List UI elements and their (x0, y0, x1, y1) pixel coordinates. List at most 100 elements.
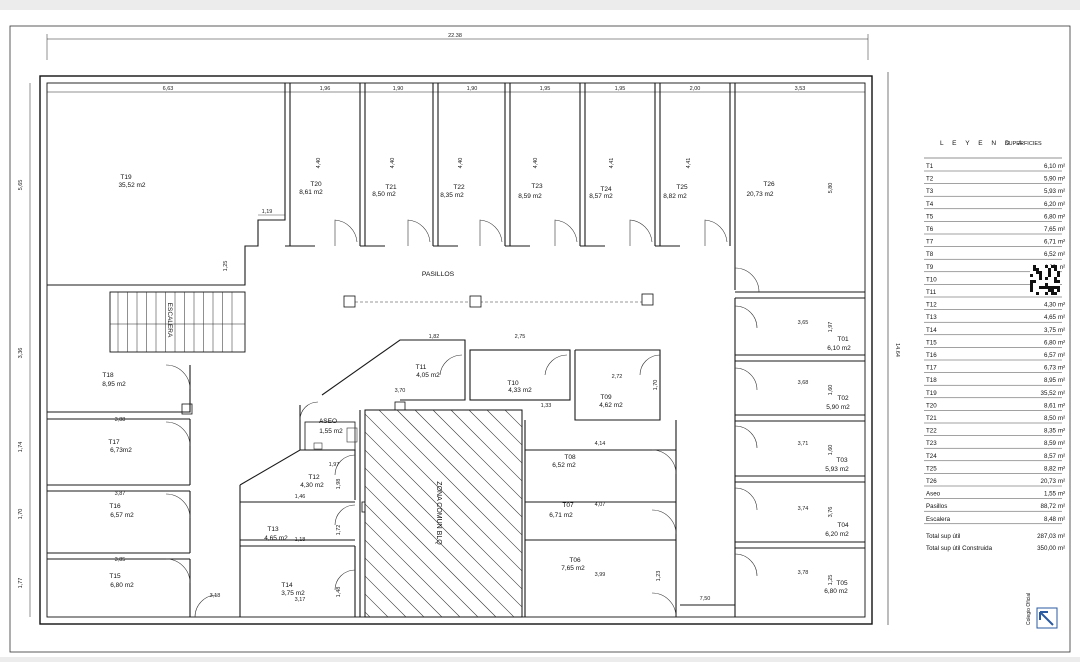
legend-row-name: T13 (926, 314, 937, 321)
legend-total-value: 350,00 (1037, 545, 1056, 552)
legend-row-unit: m² (1058, 491, 1065, 498)
legend-row-value: 6,71 (1044, 239, 1057, 246)
legend-row-name: T14 (926, 327, 937, 334)
legend-total-unit: m² (1058, 533, 1065, 540)
room-id: T21 (385, 184, 397, 191)
dim-label: 2,72 (612, 374, 623, 380)
room-area: 6,73m2 (110, 447, 132, 454)
dim-label: 4,07 (595, 502, 606, 508)
central-door-arcs (194, 354, 661, 618)
legend-total-name: Total sup útil (926, 533, 960, 540)
dim-label: 1,97 (329, 462, 340, 468)
dim-label: 4,40 (316, 158, 322, 169)
dim-label: 1,72 (336, 525, 342, 536)
left-room-walls (47, 365, 241, 617)
dim-label: 3,65 (798, 320, 809, 326)
middle-right-walls (524, 420, 735, 617)
legend-row-value: 1,55 (1044, 491, 1057, 498)
room-id: T09 (600, 394, 612, 401)
room-area: 6,57 m2 (110, 512, 134, 519)
legend-row-value: 8,57 (1044, 453, 1057, 460)
legend-row-name: T8 (926, 251, 934, 258)
legend-row-unit: m² (1058, 415, 1065, 422)
room-id: T12 (308, 474, 320, 481)
left-dimensions: 5,65 3,36 1,74 1,70 1,77 (18, 180, 24, 589)
legend-row-name: T4 (926, 201, 934, 208)
room-id: T20 (310, 181, 322, 188)
room-id: T15 (109, 573, 121, 580)
right-room-walls (734, 291, 865, 617)
room-area: 6,80 m2 (110, 582, 134, 589)
dim-label: 4,41 (686, 158, 692, 169)
legend-row-name: T24 (926, 453, 937, 460)
legend-row-value: 8,35 (1044, 428, 1057, 435)
legend-row-unit: m² (1058, 201, 1065, 208)
legend-row-unit: m² (1058, 226, 1065, 233)
legend-row-value: 35,52 (1041, 390, 1057, 397)
dim-label: 7,50 (700, 596, 711, 602)
stair: ESCALERA (109, 291, 246, 353)
qr-code (1030, 265, 1060, 295)
dim-label: 4,41 (609, 158, 615, 169)
legend-row-name: T7 (926, 239, 934, 246)
legend-row-name: T15 (926, 339, 937, 346)
legend-row-unit: m² (1058, 440, 1065, 447)
room-id: T19 (120, 174, 132, 181)
legend-row-unit: m² (1058, 239, 1065, 246)
overall-width-dimension: 22.38 (46, 33, 869, 60)
legend-row-name: T1 (926, 163, 934, 170)
dim-label: 3,88 (115, 417, 126, 423)
room-area: 6,20 m2 (825, 531, 849, 538)
legend-row-unit: m² (1058, 188, 1065, 195)
room-area: 7,65 m2 (561, 565, 585, 572)
legend-row-name: T26 (926, 478, 937, 485)
stall-depth-dimensions: 4,40 4,40 4,40 4,40 4,41 4,41 5,80 (316, 158, 834, 194)
legend-row-value: 5,90 (1044, 176, 1057, 183)
dim-label: 4,40 (390, 158, 396, 169)
dim-label: 1,48 (336, 587, 342, 598)
dim-label: 4,40 (533, 158, 539, 169)
legend-row-name: T5 (926, 213, 934, 220)
legend-row-unit: m² (1058, 327, 1065, 334)
room-area: 1,55 m2 (319, 428, 343, 435)
legend-row-name: T11 (926, 289, 937, 296)
room-id: T22 (453, 184, 465, 191)
top-door-arcs (334, 219, 760, 293)
dim-label: 1,90 (467, 86, 478, 92)
legend-row-unit: m² (1058, 352, 1065, 359)
dim-label: 5,80 (828, 183, 834, 194)
room-area: 20,73 m2 (746, 191, 773, 198)
legend-row-value: 6,52 (1044, 251, 1057, 258)
room-area: 4,62 m2 (599, 402, 623, 409)
legend-row-value: 4,65 (1044, 314, 1057, 321)
legend-row-unit: m² (1058, 163, 1065, 170)
legend-row-value: 5,93 (1044, 188, 1057, 195)
middle-right-door-arcs (651, 449, 677, 618)
room-id: T24 (600, 186, 612, 193)
